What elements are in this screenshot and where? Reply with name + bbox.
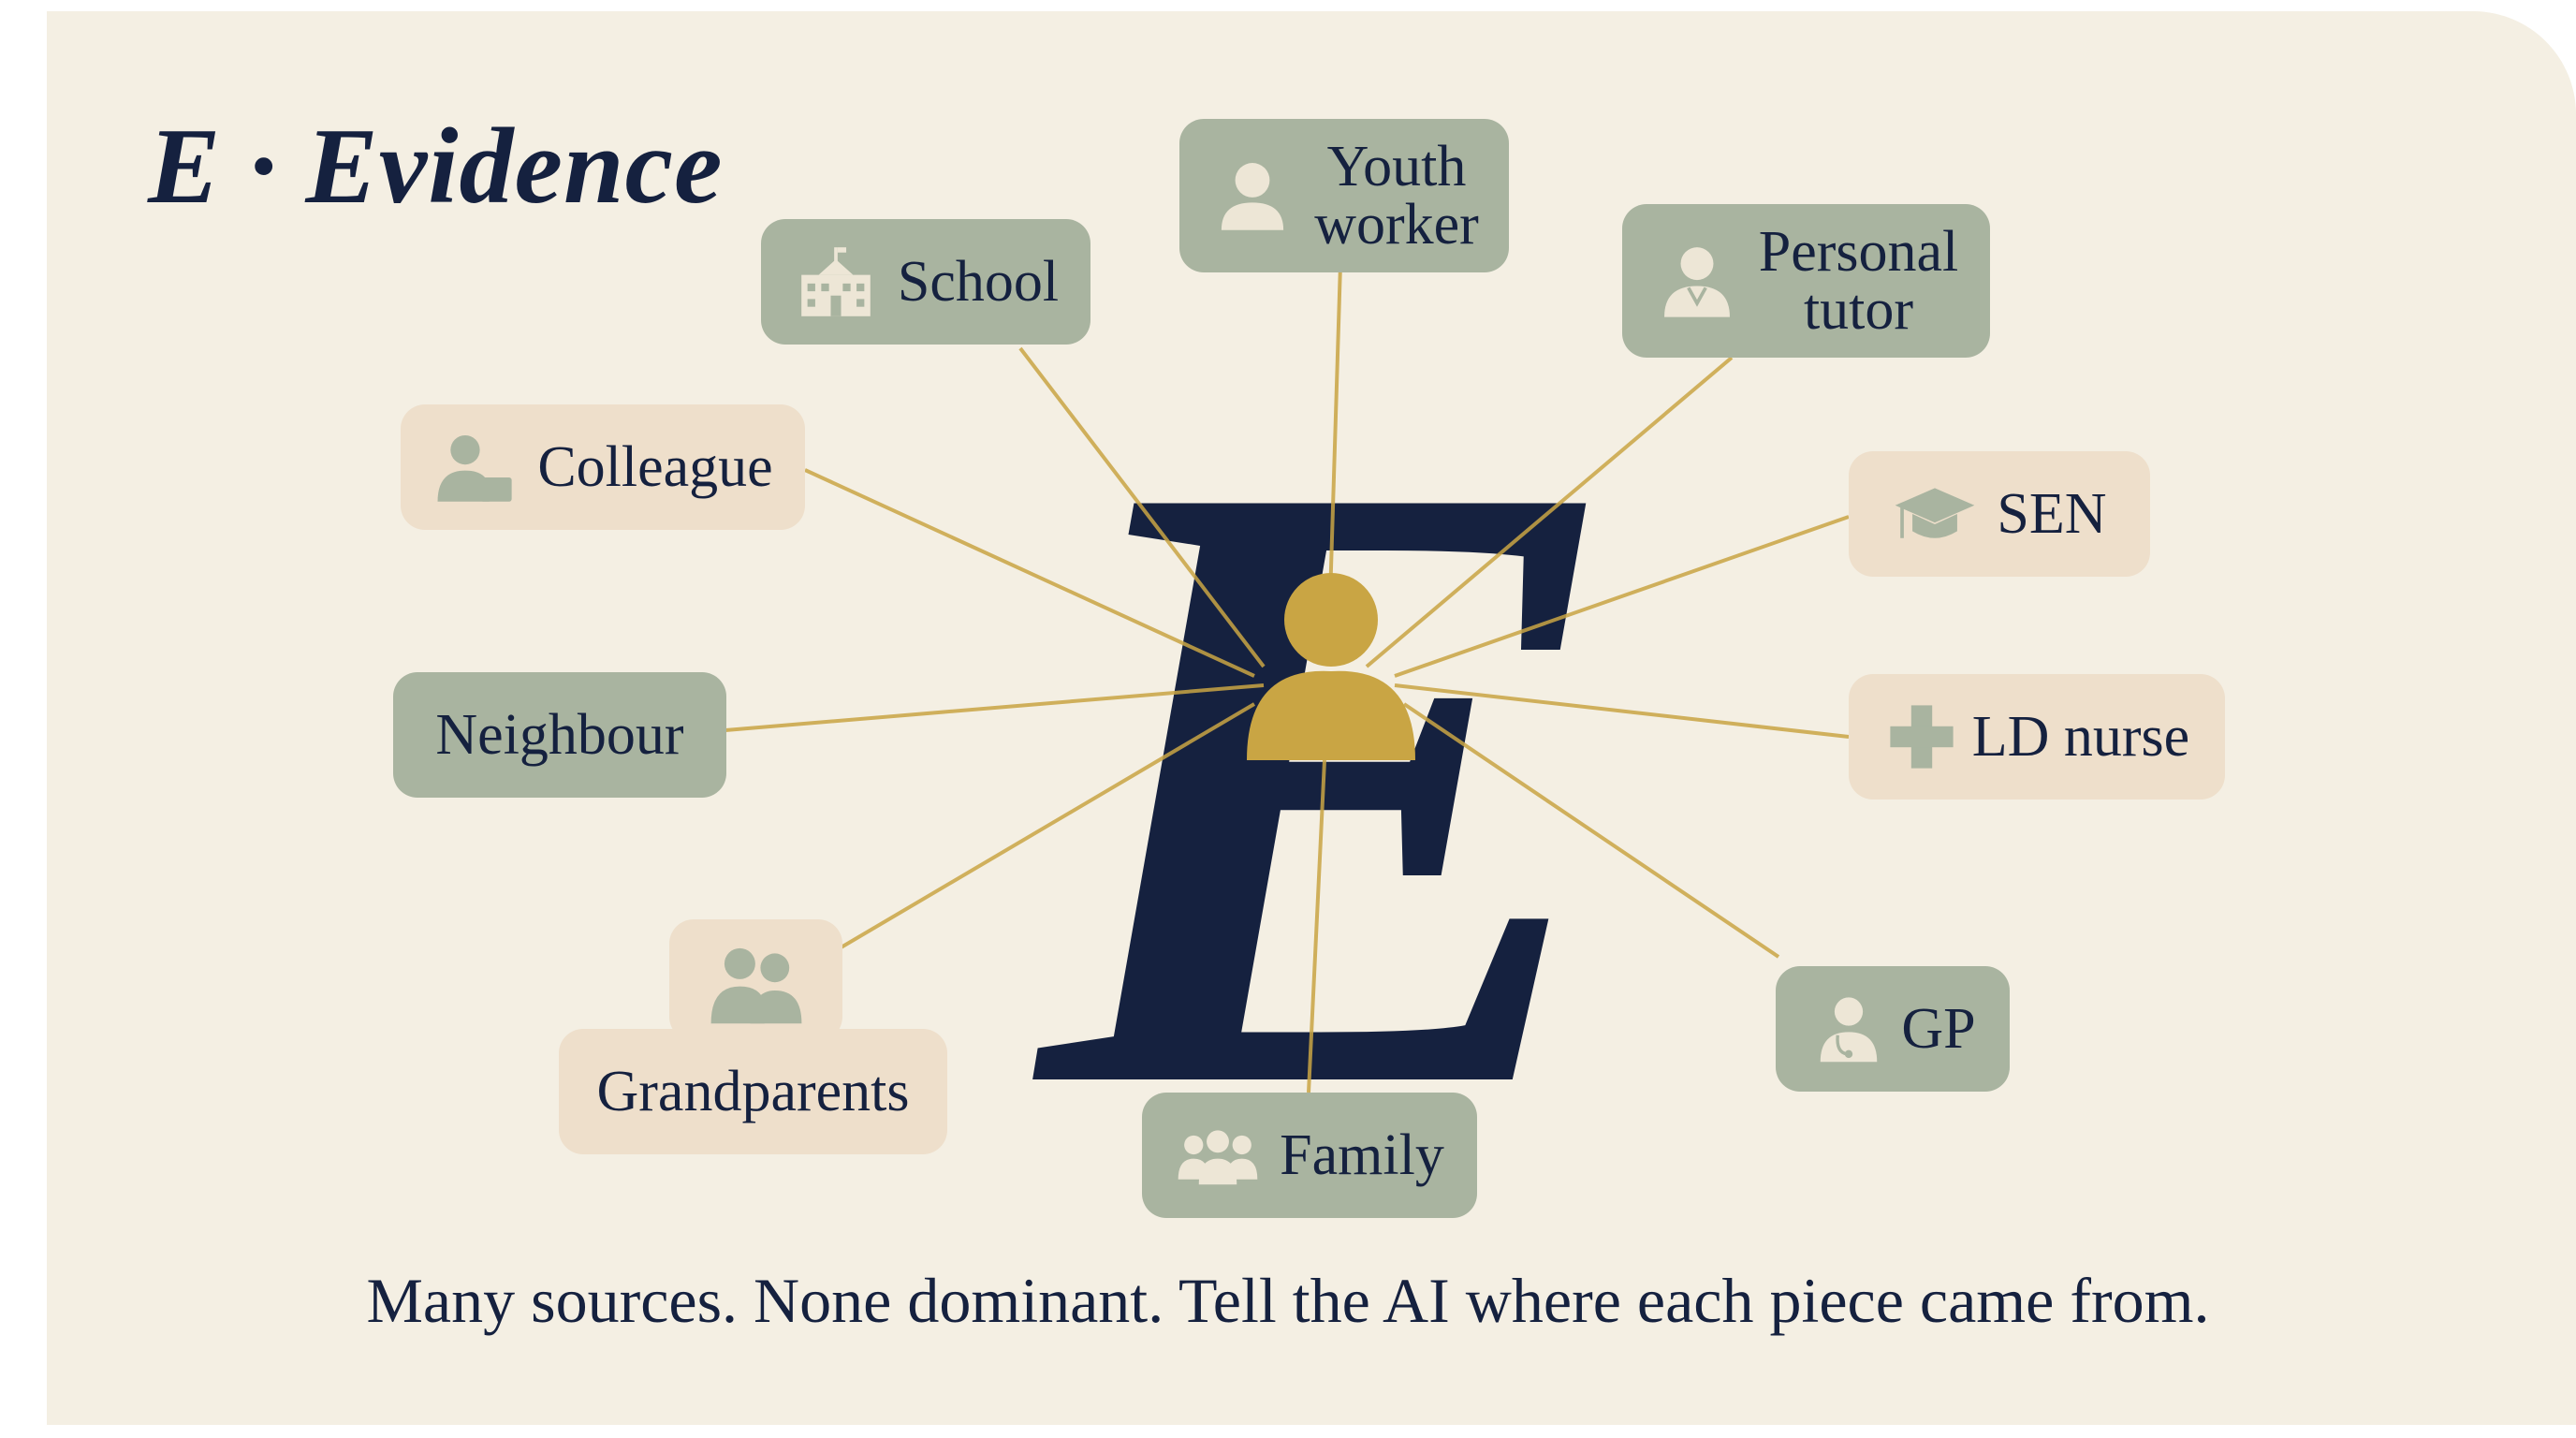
link-family (1307, 759, 1326, 1093)
link-personal-tutor (1365, 356, 1734, 668)
link-sen (1394, 515, 1850, 678)
source-label-grandparents: Grandparents (596, 1060, 910, 1123)
source-label-youth-worker: Youth worker (1314, 135, 1479, 257)
link-gp (1402, 702, 1780, 959)
source-label-neighbour: Neighbour (435, 703, 684, 767)
family-icon (1178, 1130, 1258, 1185)
colleague-icon (437, 434, 512, 502)
source-label-personal-tutor: Personal tutor (1758, 220, 1959, 342)
source-label-gp: GP (1901, 997, 1976, 1061)
central-person-icon (1247, 573, 1415, 760)
grandparents-icon-tab (669, 919, 842, 1041)
page-title: E · Evidence (148, 107, 724, 227)
source-label-ld-nurse: LD nurse (1971, 705, 2190, 769)
link-youth-worker (1327, 263, 1342, 630)
source-label-family: Family (1280, 1123, 1444, 1187)
tutor-icon (1663, 247, 1730, 317)
source-node-grandparents: Grandparents (559, 1029, 947, 1154)
person-icon (1222, 163, 1284, 230)
source-node-gp: GP (1776, 966, 2010, 1092)
graduation-cap-icon (1895, 488, 1975, 538)
source-node-personal-tutor: Personal tutor (1622, 204, 1990, 358)
doctor-icon (1821, 997, 1878, 1063)
link-colleague (804, 468, 1255, 678)
source-label-colleague: Colleague (537, 435, 773, 499)
source-node-ld-nurse: LD nurse (1849, 674, 2225, 800)
link-school (1018, 346, 1266, 668)
footer-caption: Many sources. None dominant. Tell the AI… (366, 1265, 2210, 1336)
source-node-colleague: Colleague (401, 404, 805, 530)
school-building-icon (801, 247, 871, 316)
source-node-youth-worker: Youth worker (1179, 119, 1509, 272)
connection-lines (724, 263, 1850, 1093)
evidence-card: E · Evidence E (47, 11, 2576, 1425)
source-node-neighbour: Neighbour (393, 672, 726, 798)
link-neighbour (724, 683, 1265, 732)
source-node-sen: SEN (1849, 451, 2150, 577)
medical-cross-icon (1890, 705, 1954, 769)
source-label-sen: SEN (1997, 482, 2107, 546)
grandparents-icon (710, 947, 801, 1024)
source-node-family: Family (1142, 1093, 1477, 1218)
source-node-school: School (761, 219, 1090, 345)
link-grandparents (831, 702, 1256, 954)
link-ld-nurse (1394, 683, 1850, 739)
source-label-school: School (897, 250, 1060, 314)
